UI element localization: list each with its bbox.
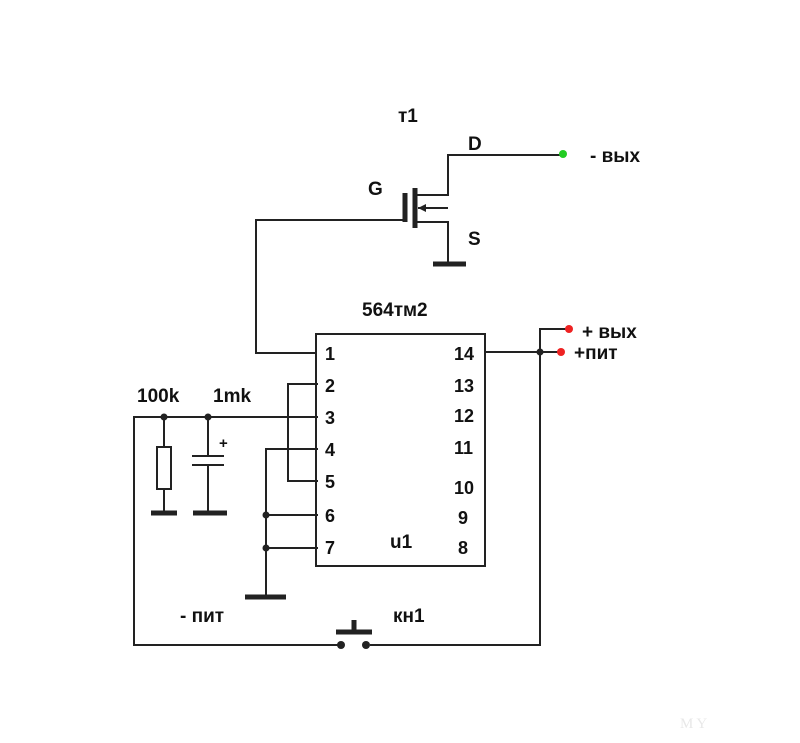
out-plus-terminal [565,325,573,333]
pin4-ground-wire [265,448,318,597]
transistor-label: т1 [398,106,418,127]
pin-label-left: 3 [325,408,335,428]
chip-ref-label: u1 [390,532,413,553]
resistor-body [156,446,172,490]
pin-label-right: 10 [454,478,474,498]
pin-label-left: 2 [325,376,335,396]
chip-label: 564тм2 [362,300,428,321]
pin-label-left: 6 [325,506,335,526]
pin-label-right: 11 [454,438,473,458]
drain-label: D [468,134,482,155]
pin-label-left: 1 [325,344,335,364]
capacitor-polarity: + [219,435,228,452]
pin-label-right: 13 [454,376,474,396]
right-bus-wire [370,352,541,646]
pin-label-left: 7 [325,538,335,558]
transistor-t1: т1 D G S [255,106,562,354]
supply-plus-terminal [557,348,565,356]
resistor-label: 100k [137,386,180,407]
pin3-bus-wire [133,416,338,646]
junction-dot [536,348,544,356]
pin2-pin5-wire [287,383,318,482]
pin-label-left: 5 [325,472,335,492]
junction-dot [262,511,270,519]
junction-dot [262,544,270,552]
pin-label-right: 14 [454,344,474,364]
source-wire [415,221,449,262]
supply-minus-label: - пит [180,606,224,627]
source-label: S [468,229,481,250]
body-arrow [418,204,426,212]
pin-label-right: 8 [458,538,468,558]
capacitor-label: 1mk [213,386,251,407]
watermark: MY [680,716,710,732]
button-contact [337,641,345,649]
pin-label-right: 12 [454,406,474,426]
chip-body [315,333,486,567]
out-plus-label: + вых [582,322,637,343]
out-minus-label: - вых [590,146,641,167]
push-button-kn1: кн1 [336,606,425,649]
gate-label: G [368,179,383,200]
button-contact [362,641,370,649]
supply-plus-label: +пит [574,343,618,364]
out-minus-terminal [559,150,567,158]
chip-u1: 564тм2 1 2 3 4 5 6 7 14 13 12 11 10 9 8 … [315,300,486,567]
pin-label-left: 4 [325,440,335,460]
out-plus-wire [539,328,568,352]
button-label: кн1 [393,606,425,627]
drain-wire [415,154,562,196]
pin-label-right: 9 [458,508,468,528]
gate-wire [255,219,405,354]
